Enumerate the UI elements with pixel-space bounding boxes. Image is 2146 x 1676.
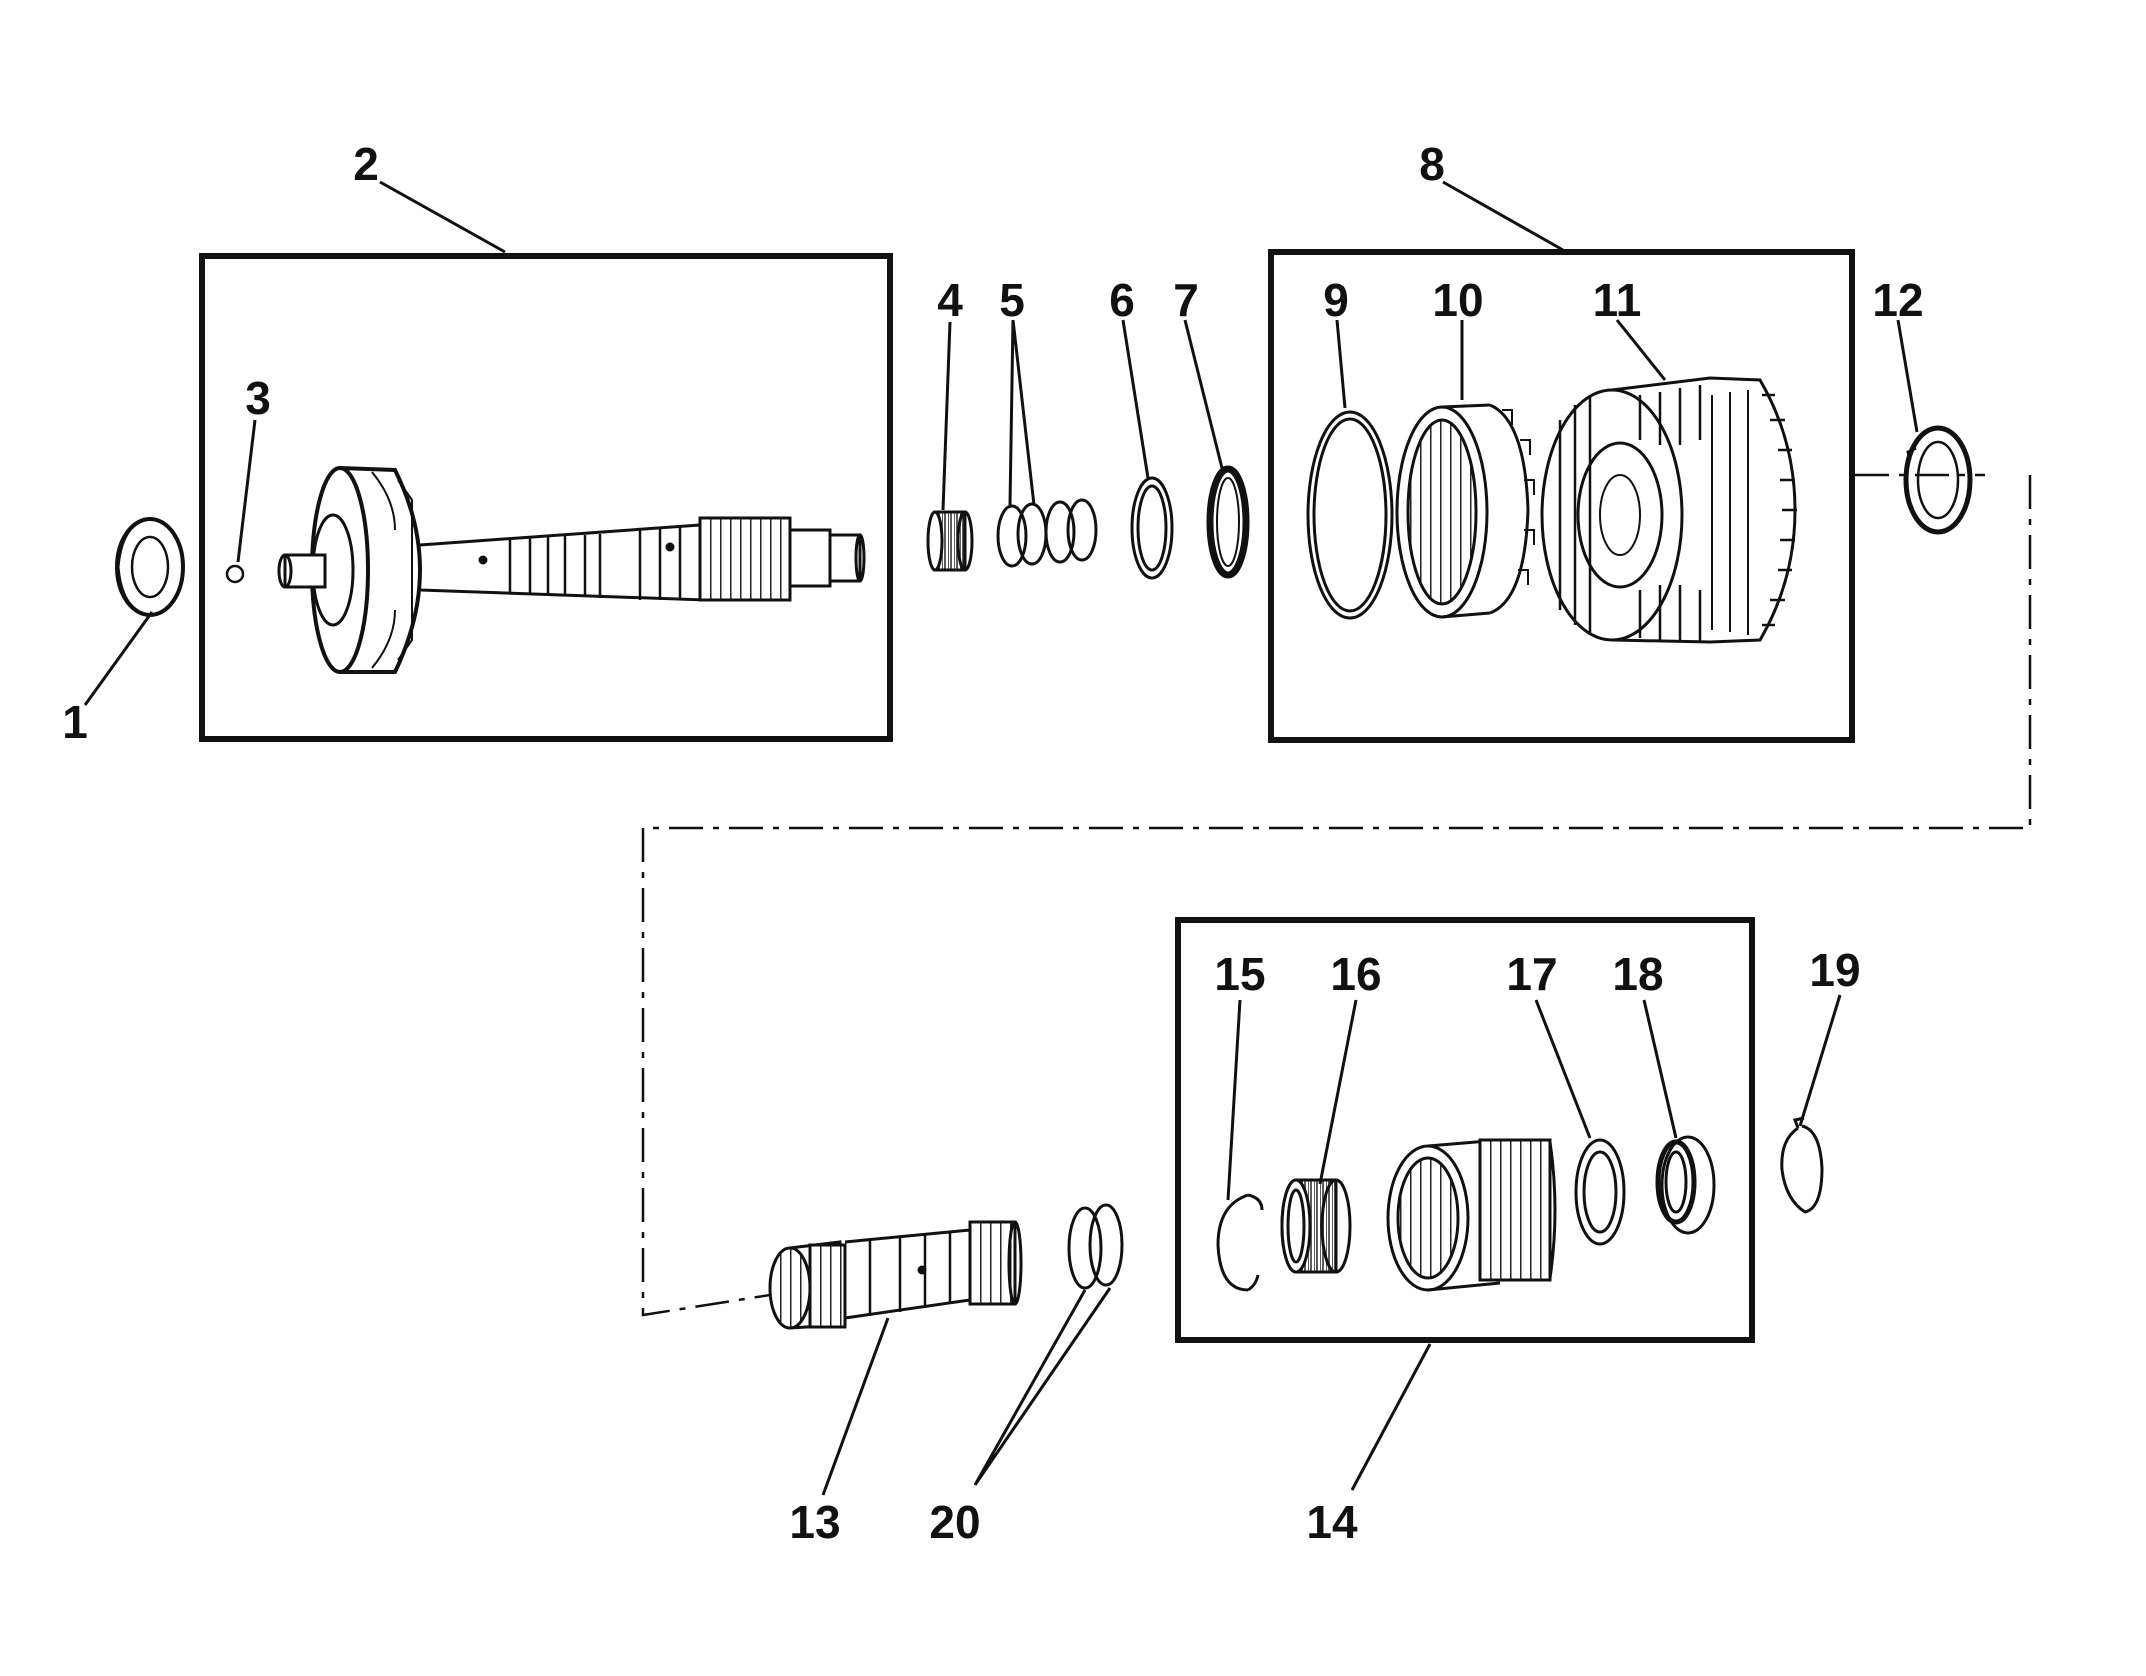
- callout-10: 10: [1432, 274, 1483, 326]
- part-11-carrier-drum: [1540, 376, 1797, 644]
- part-6-thrust-ring: [1130, 476, 1174, 580]
- part-12-bearing-race: [1903, 425, 1973, 535]
- callout-18: 18: [1612, 948, 1663, 1000]
- leader-lines: [83, 180, 1919, 1496]
- assembly-frame-14: [1175, 917, 1755, 1343]
- callout-12: 12: [1872, 274, 1923, 326]
- callout-4: 4: [937, 274, 963, 326]
- callout-20: 20: [929, 1496, 980, 1548]
- callout-14: 14: [1306, 1496, 1358, 1548]
- part-9-large-snap-ring: [1306, 410, 1394, 620]
- part-3-check-ball: [225, 564, 245, 584]
- callout-19: 19: [1809, 944, 1860, 996]
- callout-15: 15: [1214, 948, 1265, 1000]
- callout-7: 7: [1173, 274, 1199, 326]
- part-19-snap-ring: [1780, 1116, 1824, 1214]
- callout-2: 2: [353, 138, 379, 190]
- part-7-snap-ring: [1206, 465, 1250, 579]
- part-4-needle-bearing: [926, 510, 974, 572]
- part-10-ring-gear: [1395, 403, 1535, 619]
- part-1-washer: [115, 517, 185, 617]
- callout-1: 1: [62, 696, 88, 748]
- part-18-bearing: [1655, 1135, 1716, 1235]
- part-20-seal-rings: [1067, 1203, 1124, 1290]
- part-17-thrust-washer: [1574, 1138, 1626, 1246]
- assembly-frame-2: [199, 253, 893, 742]
- callout-13: 13: [789, 1496, 840, 1548]
- callout-6: 6: [1109, 274, 1135, 326]
- part-5-seal-rings: [996, 498, 1098, 568]
- callout-9: 9: [1323, 274, 1349, 326]
- callout-5: 5: [999, 274, 1025, 326]
- part-13-output-shaft: [768, 1220, 1023, 1330]
- part-16-needle-bearing: [1280, 1178, 1352, 1274]
- part-14-sun-gear: [1386, 1138, 1557, 1292]
- part-2-input-shaft: [277, 466, 866, 674]
- callout-17: 17: [1506, 948, 1557, 1000]
- callout-8: 8: [1419, 138, 1445, 190]
- callout-16: 16: [1330, 948, 1381, 1000]
- assembly-frame-8: [1268, 249, 1855, 743]
- callout-3: 3: [245, 372, 271, 424]
- connector-line: [641, 473, 2032, 1317]
- part-15-snap-ring: [1216, 1193, 1264, 1292]
- callout-11: 11: [1593, 274, 1642, 326]
